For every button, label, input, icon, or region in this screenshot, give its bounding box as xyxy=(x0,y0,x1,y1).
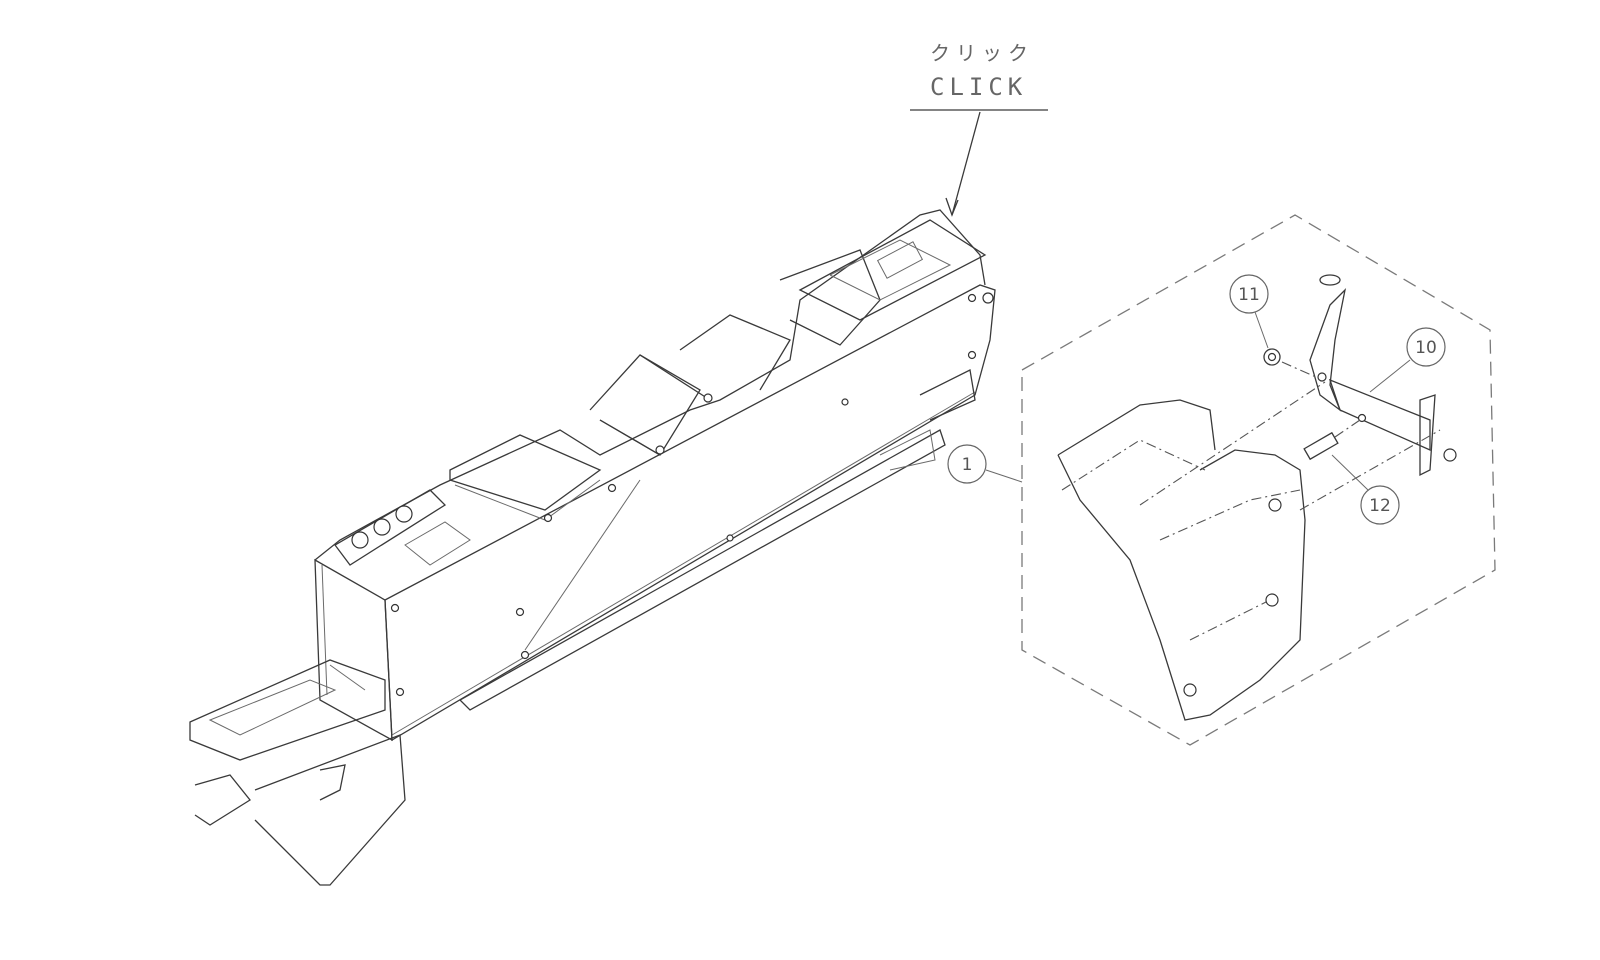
click-label-japanese: クリック xyxy=(930,41,1034,65)
screw-holes xyxy=(390,292,994,697)
detail-boundary xyxy=(1021,214,1496,746)
callout-1: 1 xyxy=(947,444,1023,484)
spring-icon xyxy=(1303,431,1339,461)
callout-11: 11 xyxy=(1229,274,1269,349)
click-label-english: CLICK xyxy=(930,73,1027,101)
svg-text:12: 12 xyxy=(1369,496,1391,516)
feeder-body xyxy=(189,209,996,886)
callout-12: 12 xyxy=(1331,454,1400,525)
click-annotation: クリック CLICK xyxy=(910,41,1048,217)
callout-10: 10 xyxy=(1369,327,1446,393)
svg-text:10: 10 xyxy=(1415,338,1437,358)
svg-text:11: 11 xyxy=(1238,285,1260,305)
svg-text:1: 1 xyxy=(962,455,973,475)
click-leader-arrow xyxy=(951,111,981,216)
detail-parts xyxy=(1057,274,1457,721)
arrow-head-icon xyxy=(945,197,959,217)
